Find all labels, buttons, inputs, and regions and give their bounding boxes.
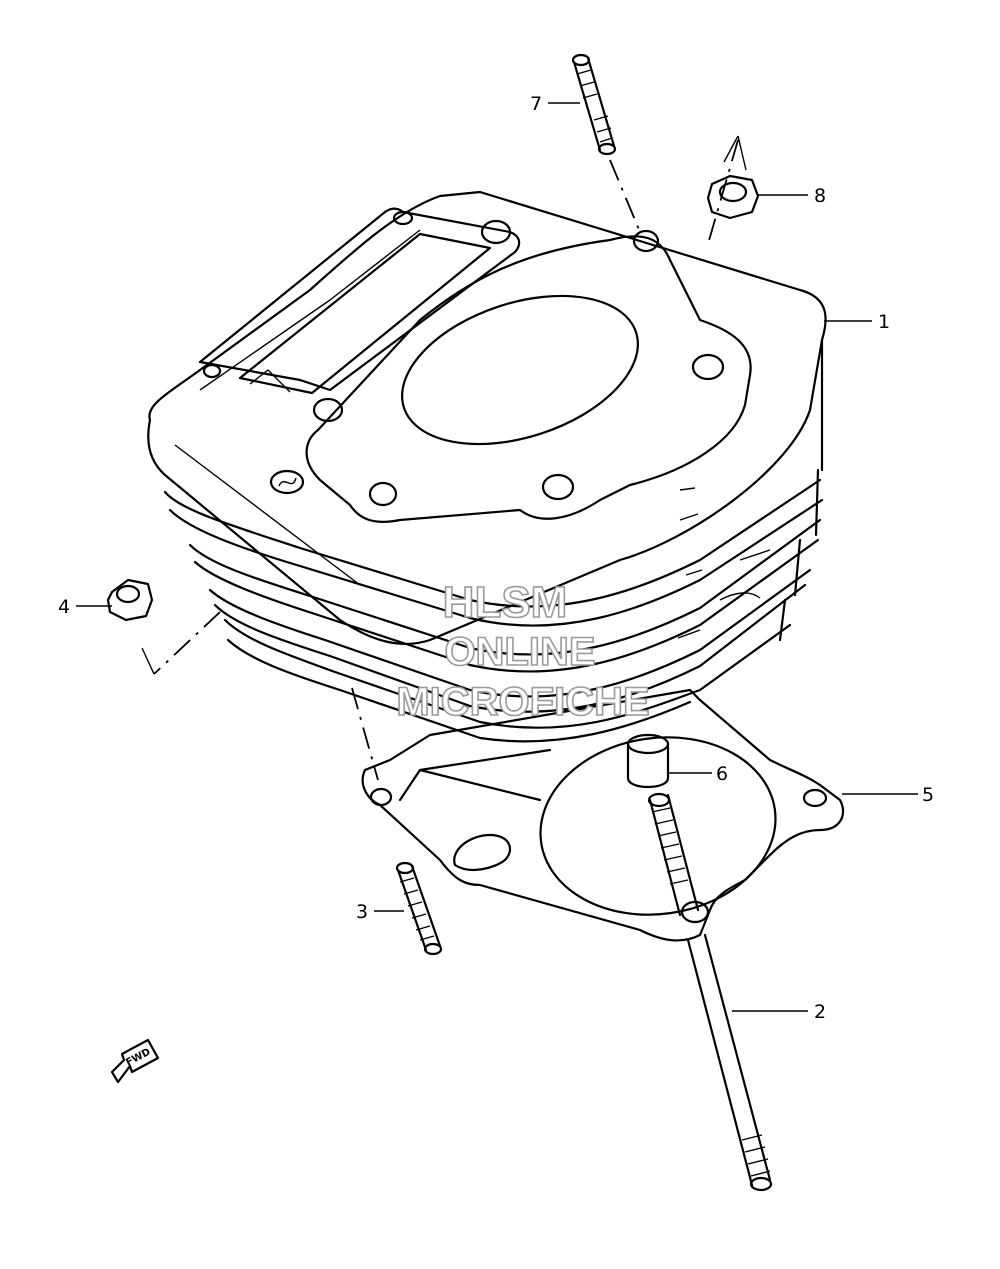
fwd-arrow-icon: FWD [110,1038,160,1084]
callout-6: 6 [716,763,728,785]
callout-leaders [76,102,918,1012]
assembly-lines [141,135,747,781]
callout-2: 2 [814,1001,826,1023]
callout-7: 7 [530,93,542,115]
top-stud-part[interactable] [571,53,617,156]
callout-1: 1 [878,311,890,333]
watermark: HLSM ONLINE MICROFICHE [396,577,651,725]
watermark-line3: MICROFICHE [396,680,649,724]
callout-4: 4 [58,596,70,618]
watermark-line1: HLSM [443,578,568,627]
nut-left-part[interactable] [106,578,154,622]
short-stud-part[interactable] [395,861,443,956]
callout-8: 8 [814,185,826,207]
callout-5: 5 [922,784,934,806]
nut-right-part[interactable] [706,174,760,220]
gasket-part[interactable] [361,688,845,942]
dowel-pin-part[interactable] [626,733,670,789]
long-stud-part[interactable] [647,792,773,1192]
callout-3: 3 [356,901,368,923]
watermark-line2: ONLINE [444,630,595,674]
callout-labels: 1 2 3 4 5 6 7 8 [58,93,934,1023]
cylinder-part[interactable] [147,190,827,743]
